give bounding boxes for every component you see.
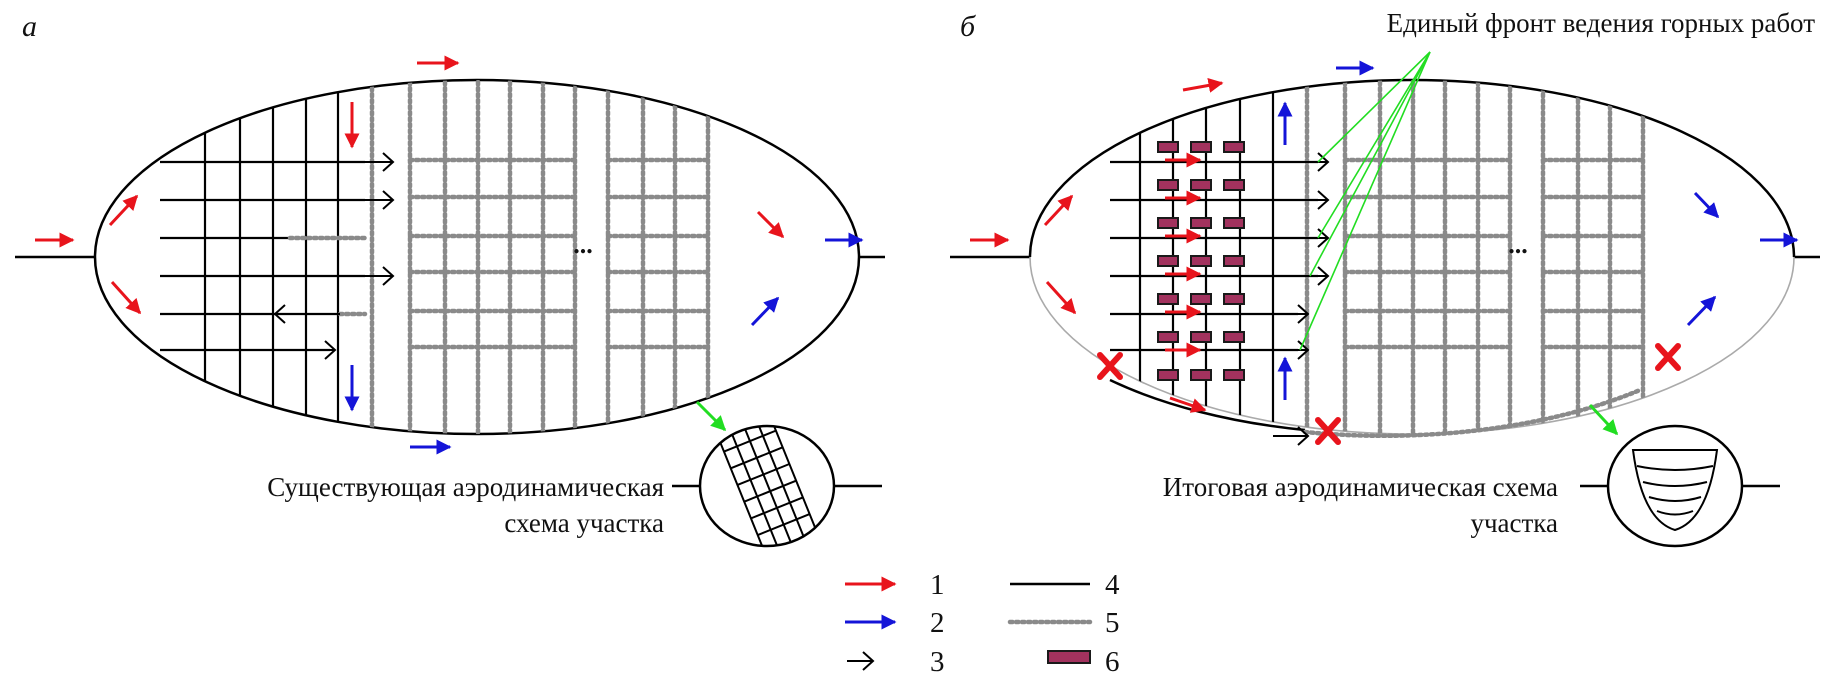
panel-b-flow-arrows (1273, 152, 1330, 446)
panel-b-zoom-arrow (1588, 403, 1619, 436)
pillar-block-r4-c0 (1157, 293, 1179, 305)
pillar-block-r3-c1 (1190, 255, 1212, 267)
pillar-block-r0-c0 (1157, 141, 1179, 153)
panel-b-exhaust-arrows (1277, 60, 1799, 400)
pillar-block-r2-c1 (1190, 217, 1212, 229)
panel-a-dotted-roadways (287, 80, 711, 434)
panel-b-continuation-ellipsis: ... (1508, 230, 1528, 259)
legend-label-2: 2 (930, 607, 945, 639)
panel-a-caption-line2: схема участка (504, 508, 664, 538)
pillar-block-r4-c1 (1190, 293, 1212, 305)
panel-a-intake-arrows (35, 55, 785, 315)
panel-a-solid-roadways (160, 80, 365, 434)
pillar-block-r5-c1 (1190, 331, 1212, 343)
pillar-block-r5-c0 (1157, 331, 1179, 343)
panel-b-front-leader-lines (1299, 51, 1431, 351)
legend-pillar-icon (1047, 650, 1091, 664)
panel-a-flow-arrows (273, 152, 395, 360)
legend-label-1: 1 (930, 569, 945, 601)
isolation-cross-right (1655, 343, 1681, 371)
pillar-block-r1-c2 (1223, 179, 1245, 191)
panel-a-inset-grid (715, 426, 822, 546)
panel-b-letter: б (960, 10, 976, 43)
panel-b-diagram: ... (950, 51, 1820, 548)
pillar-block-r6-c0 (1157, 369, 1179, 381)
pillar-block-r0-c1 (1190, 141, 1212, 153)
pillar-block-r6-c1 (1190, 369, 1212, 381)
isolation-cross-left (1097, 352, 1123, 380)
panel-b-isolation-crosses (1097, 343, 1681, 445)
isolation-cross-bottom (1315, 417, 1341, 445)
panel-b-pillar-blocks (1157, 141, 1245, 381)
legend-label-3: 3 (930, 646, 945, 678)
panel-a-letter: а (22, 10, 37, 43)
pillar-block-r2-c2 (1223, 217, 1245, 229)
panel-b-grid (1110, 80, 1646, 434)
legend: 1 2 3 4 5 6 (845, 569, 1120, 678)
pillar-block-r1-c0 (1157, 179, 1179, 191)
pillar-block-r6-c2 (1223, 369, 1245, 381)
panel-b-caption-line2: участка (1470, 508, 1558, 538)
panel-a-caption-line1: Существующая аэродинамическая (267, 472, 664, 502)
pillar-block-r3-c2 (1223, 255, 1245, 267)
panel-b-inset-bowl (1631, 449, 1719, 532)
panel-a-worked-grid (160, 80, 711, 434)
panel-a-diagram: ... (15, 55, 885, 548)
panel-b-caption-line1: Итоговая аэродинамическая схема (1163, 472, 1558, 502)
legend-label-6: 6 (1105, 646, 1120, 678)
legend-flow-arrow-icon (847, 651, 875, 671)
panel-a-zoom-arrow (695, 400, 727, 432)
pillar-block-r3-c0 (1157, 255, 1179, 267)
panel-b-front-label: Единый фронт ведения горных работ (1387, 8, 1816, 38)
panel-b-inset-layers (1636, 465, 1714, 516)
panel-b-solid-roadways (1110, 80, 1318, 434)
panel-a-continuation-ellipsis: ... (573, 230, 593, 259)
panel-b-inset (1580, 424, 1780, 548)
pillar-block-r0-c2 (1223, 141, 1245, 153)
panel-a-exhaust-arrows (344, 232, 864, 455)
panel-a-inset (672, 424, 882, 548)
legend-label-5: 5 (1105, 607, 1120, 639)
pillar-block-r4-c2 (1223, 293, 1245, 305)
pillar-block-r5-c2 (1223, 331, 1245, 343)
legend-label-4: 4 (1105, 569, 1120, 601)
panel-b-outline-lower-dotted (1302, 387, 1643, 439)
pillar-block-r1-c1 (1190, 179, 1212, 191)
panel-b-dotted-roadways (1304, 80, 1646, 434)
pillar-block-r2-c0 (1157, 217, 1179, 229)
panel-b-intake-arrows (970, 78, 1224, 413)
